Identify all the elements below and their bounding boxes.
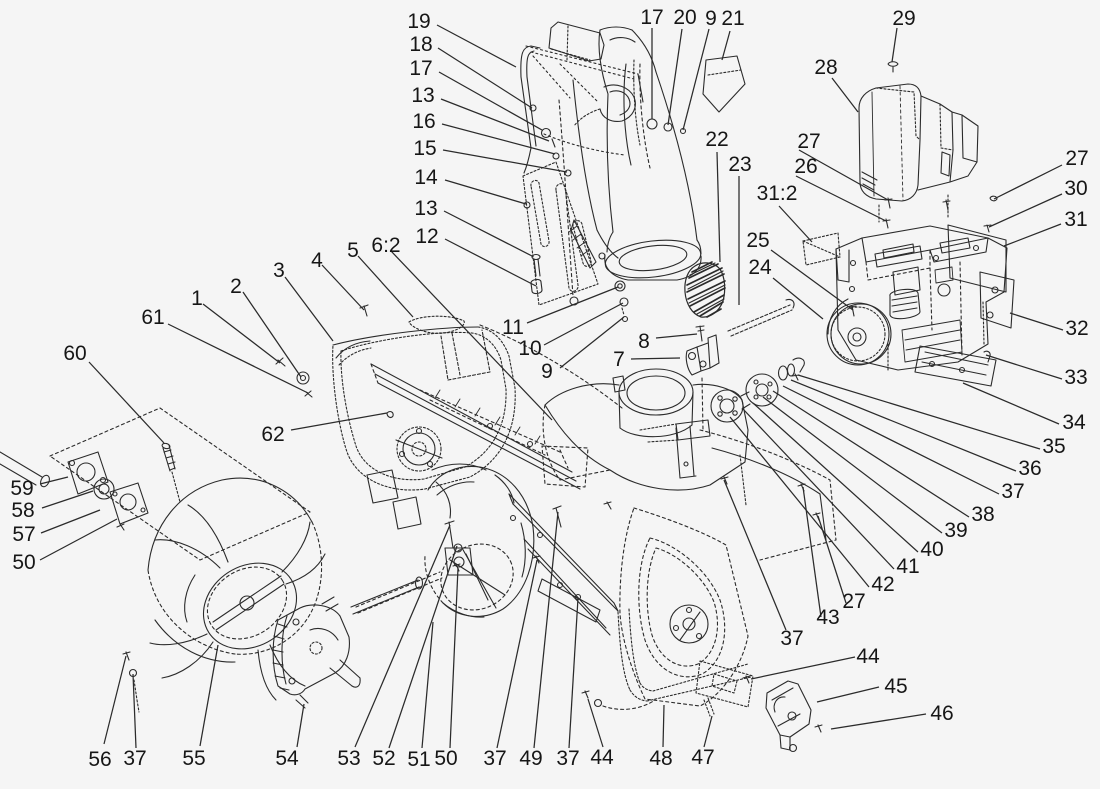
svg-text:47: 47 — [691, 746, 714, 769]
svg-text:16: 16 — [412, 110, 435, 133]
svg-text:44: 44 — [590, 746, 614, 769]
svg-text:27: 27 — [1065, 147, 1088, 170]
svg-text:37: 37 — [556, 747, 579, 770]
svg-text:44: 44 — [856, 645, 880, 668]
svg-text:37: 37 — [780, 627, 803, 650]
svg-text:40: 40 — [920, 538, 943, 561]
svg-text:53: 53 — [337, 747, 360, 770]
svg-text:20: 20 — [673, 6, 696, 29]
svg-text:19: 19 — [407, 10, 430, 33]
svg-text:33: 33 — [1064, 366, 1087, 389]
svg-text:4: 4 — [311, 249, 323, 272]
svg-text:62: 62 — [261, 423, 284, 446]
svg-text:31: 31 — [1064, 208, 1087, 231]
svg-text:2: 2 — [230, 275, 242, 298]
svg-text:56: 56 — [88, 748, 111, 771]
svg-text:25: 25 — [746, 229, 769, 252]
svg-text:7: 7 — [613, 348, 625, 371]
svg-text:42: 42 — [871, 573, 894, 596]
svg-text:9: 9 — [705, 7, 717, 30]
svg-text:17: 17 — [409, 57, 432, 80]
svg-text:36: 36 — [1018, 457, 1041, 480]
svg-text:3: 3 — [273, 259, 285, 282]
svg-text:12: 12 — [415, 225, 438, 248]
svg-text:32: 32 — [1065, 317, 1088, 340]
svg-text:28: 28 — [814, 56, 837, 79]
svg-text:27: 27 — [797, 130, 820, 153]
svg-text:50: 50 — [434, 747, 457, 770]
svg-text:26: 26 — [794, 155, 817, 178]
svg-text:31:2: 31:2 — [757, 182, 798, 205]
svg-text:13: 13 — [411, 84, 434, 107]
svg-text:51: 51 — [407, 748, 430, 771]
svg-text:43: 43 — [816, 606, 839, 629]
svg-text:6:2: 6:2 — [371, 234, 400, 257]
svg-text:24: 24 — [748, 256, 772, 279]
svg-text:49: 49 — [519, 747, 542, 770]
svg-text:14: 14 — [414, 166, 438, 189]
svg-text:55: 55 — [182, 747, 205, 770]
svg-text:34: 34 — [1062, 411, 1086, 434]
svg-text:11: 11 — [502, 316, 524, 339]
svg-text:5: 5 — [347, 239, 359, 262]
svg-text:22: 22 — [705, 128, 728, 151]
svg-text:9: 9 — [541, 360, 553, 383]
svg-text:60: 60 — [63, 342, 86, 365]
svg-text:57: 57 — [12, 523, 35, 546]
svg-text:58: 58 — [11, 499, 34, 522]
svg-text:38: 38 — [971, 503, 994, 526]
svg-text:30: 30 — [1064, 177, 1087, 200]
svg-text:35: 35 — [1042, 435, 1065, 458]
svg-text:27: 27 — [842, 590, 865, 613]
svg-text:21: 21 — [721, 7, 744, 30]
svg-text:13: 13 — [414, 197, 437, 220]
svg-text:29: 29 — [892, 7, 915, 30]
svg-text:1: 1 — [191, 287, 203, 310]
svg-text:48: 48 — [649, 747, 672, 770]
svg-text:37: 37 — [483, 747, 506, 770]
svg-text:17: 17 — [640, 6, 663, 29]
svg-text:59: 59 — [10, 477, 33, 500]
svg-text:54: 54 — [275, 747, 299, 770]
svg-text:46: 46 — [930, 702, 953, 725]
svg-text:8: 8 — [638, 330, 650, 353]
svg-text:18: 18 — [409, 33, 432, 56]
svg-text:37: 37 — [123, 747, 146, 770]
svg-text:50: 50 — [12, 551, 35, 574]
svg-text:39: 39 — [944, 519, 967, 542]
svg-text:23: 23 — [728, 153, 751, 176]
svg-text:10: 10 — [518, 337, 541, 360]
svg-text:45: 45 — [884, 675, 907, 698]
svg-text:61: 61 — [141, 306, 164, 329]
svg-text:52: 52 — [372, 747, 395, 770]
svg-text:37: 37 — [1001, 480, 1024, 503]
svg-text:41: 41 — [896, 555, 919, 578]
svg-text:15: 15 — [413, 137, 436, 160]
